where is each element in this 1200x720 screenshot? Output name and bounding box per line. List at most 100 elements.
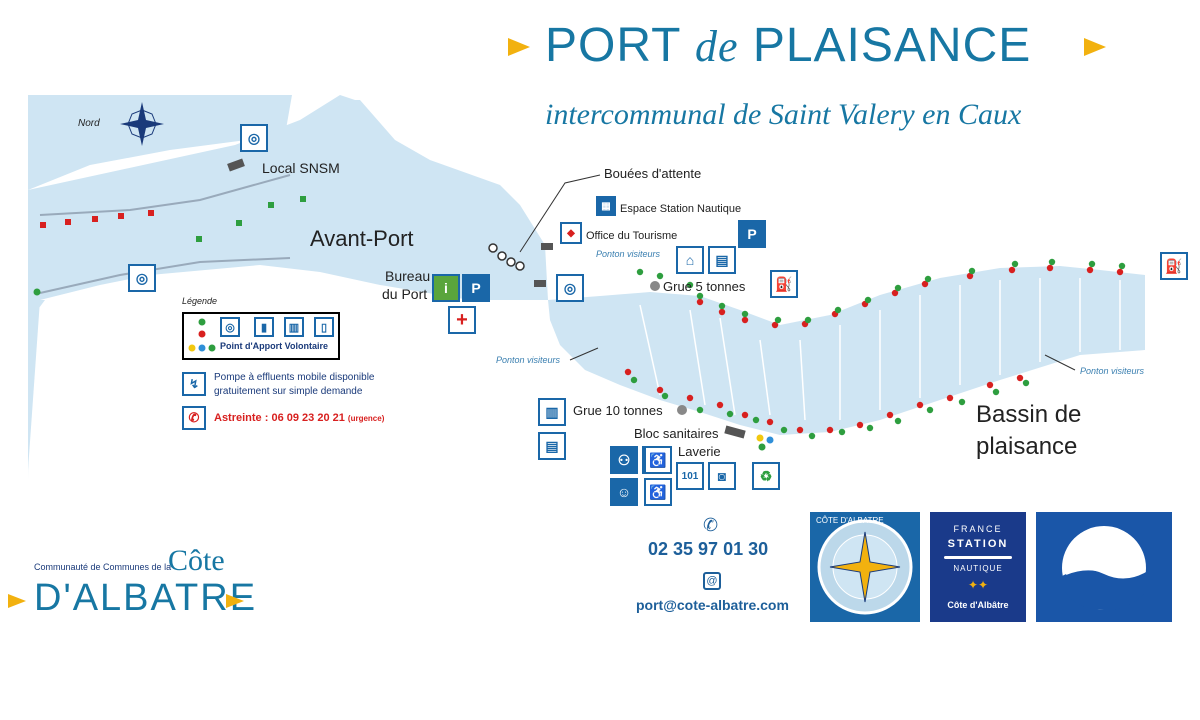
green-buoy [894,417,902,425]
station-nautique-icon: ▦ [596,196,616,216]
green-buoys-west [33,196,306,296]
green-buoy [894,284,902,292]
green-buoy [804,316,812,324]
green-buoy [992,388,1000,396]
station-icon: ⌂ [676,246,704,274]
ponton-leader-1 [569,347,599,361]
red-buoy [766,418,774,426]
facility-icon: ▤ [538,432,566,460]
grue10-marker [677,405,687,415]
grue5-marker [650,281,660,291]
toilet-icon: ▮ [254,317,274,337]
red-buoy [891,289,899,297]
legend-buoys [188,318,216,352]
red-buoy [886,411,894,419]
stars-icon: ✦✦ [967,578,989,592]
green-buoys-bassin [630,258,1126,440]
red-buoy [718,308,726,316]
compass-rose [120,102,164,146]
green-buoy [661,392,669,400]
green-buoy [838,428,846,436]
crane-icon: ▥ [538,398,566,426]
cote-albatre-badge: CÔTE D'ALBATRE [810,512,920,622]
green-buoy [924,275,932,283]
apport-dots [756,434,774,451]
label-bureau-line2: du Port [382,286,428,302]
badge-ring-text: CÔTE D'ALBATRE [816,516,884,525]
facility-icon: ▤ [708,246,736,274]
phone-icon: ✆ [703,515,719,535]
green-buoy [780,426,788,434]
wave-divider [944,556,1012,559]
label-bassin-line2: plaisance [976,433,1078,460]
contact-phone: 02 35 97 01 30 [648,539,769,559]
bouees-leader [519,174,601,253]
ponton-leader-2 [1044,354,1076,371]
label-grue5: Grue 5 tonnes [663,279,746,294]
red-buoy [656,386,664,394]
lifebuoy-icon: ◎ [240,124,268,152]
green-buoy [718,302,726,310]
cda-logo-cote: Côte [168,544,225,577]
cda-arrow-left [8,594,26,608]
red-buoy [1016,374,1024,382]
page-title: PORT de PLAISANCE [545,19,1032,72]
tourism-office-icon: ◆ [560,222,582,244]
label-ponton-visiteurs-3: Ponton visiteurs [1080,366,1145,376]
bureau-block [534,280,546,287]
washing-machine-icon: ◙ [708,462,736,490]
bin-icon: ▯ [314,317,334,337]
label-grue10: Grue 10 tonnes [573,403,663,418]
office-block [541,243,553,250]
label-espace-station: Espace Station Nautique [620,203,742,215]
green-buoy [686,281,694,289]
compass-label: Nord [78,118,100,129]
wheelchair-icon: ♿ [644,478,672,506]
email-icon: @ [703,572,721,590]
lifebuoy-icon: ◎ [220,317,240,337]
avant-port-water [28,95,292,190]
green-buoy [630,376,638,384]
green-buoy [696,406,704,414]
label-bassin-line1: Bassin de [976,401,1082,428]
label-ponton-visiteurs-1: Ponton visiteurs [596,249,661,259]
red-buoy [1008,266,1016,274]
red-buoy [716,401,724,409]
red-buoy [796,426,804,434]
red-buoy [1046,264,1054,272]
green-buoy [808,432,816,440]
blue-flag-icon [1062,526,1146,611]
red-buoy [624,368,632,376]
green-buoy [726,410,734,418]
label-bouees: Bouées d'attente [604,166,702,181]
green-buoy [1048,258,1056,266]
green-buoy [968,267,976,275]
parking-icon: P [738,220,766,248]
red-buoy [916,401,924,409]
legend-astreinte: Astreinte : 06 09 23 20 21 (urgence) [214,412,385,424]
green-buoy [696,292,704,300]
green-buoy [1118,262,1126,270]
legend-box: ◎ ▮ ▥ ▯ Point d'Apport Volontaire [182,312,340,360]
phone-icon: ✆ [182,406,206,430]
green-buoy [864,296,872,304]
label-laverie: Laverie [678,444,721,459]
title-arrow-right [1084,38,1106,56]
west-coast-water [28,290,40,470]
bassin-water [548,266,1145,435]
green-buoy [1088,260,1096,268]
waiting-buoys [488,243,525,271]
green-buoy [752,416,760,424]
contact-email[interactable]: port@cote-albatre.com [636,597,789,613]
label-bloc-sanitaires: Bloc sanitaires [634,426,719,441]
red-buoy [686,394,694,402]
red-buoy [1086,266,1094,274]
label-local-snsm: Local SNSM [262,160,340,176]
fuel-icon: ⛽ [770,270,798,298]
label-office-tourisme: Office du Tourisme [586,230,678,242]
legend-title: Légende [182,296,218,306]
red-buoy [741,316,749,324]
red-buoy [696,298,704,306]
green-buoy [866,424,874,432]
